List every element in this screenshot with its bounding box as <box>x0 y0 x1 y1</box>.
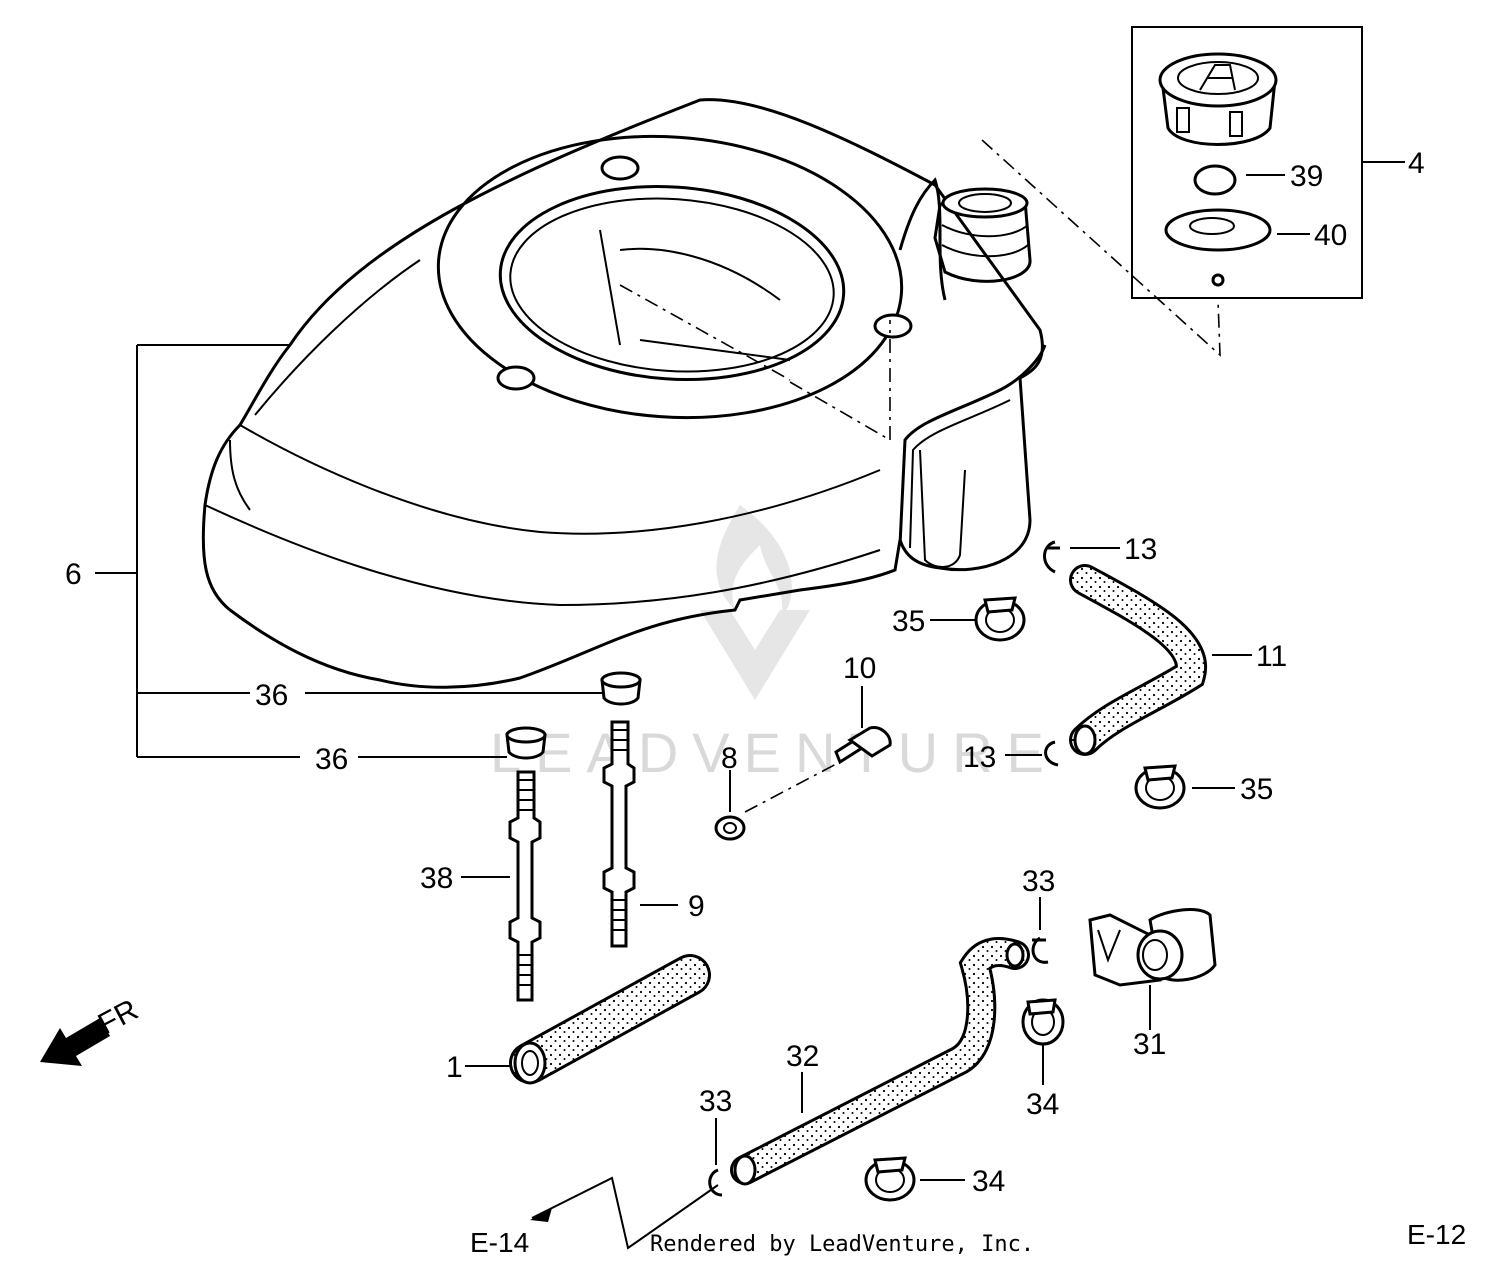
callout-13-upper: 13 <box>1124 533 1157 566</box>
hose-1 <box>509 954 711 1085</box>
callout-35-lower: 35 <box>1240 773 1273 806</box>
callout-33-lower: 33 <box>699 1085 732 1118</box>
callout-6: 6 <box>65 558 82 591</box>
callout-36-upper: 36 <box>255 679 288 712</box>
callout-10: 10 <box>843 652 876 685</box>
callout-8: 8 <box>721 742 738 775</box>
fuel-hose-11 <box>1069 564 1207 756</box>
hose-32 <box>730 937 1030 1186</box>
studs <box>508 720 636 1002</box>
callout-13-lower: 13 <box>963 741 996 774</box>
leadventure-watermark: LEADVENTURE <box>490 505 1058 784</box>
callout-labels: 4 39 40 6 36 36 13 35 11 10 13 35 8 38 9… <box>65 147 1425 1198</box>
callout-34-upper: 34 <box>1026 1088 1059 1121</box>
fuel-cock-31 <box>1088 908 1217 987</box>
fr-direction-arrow: FR <box>40 993 144 1066</box>
grommets <box>505 671 642 760</box>
callout-32: 32 <box>786 1040 819 1073</box>
bolt-and-nut <box>714 725 892 841</box>
leader-lines <box>95 161 1405 1250</box>
clamps <box>708 540 1186 1202</box>
callout-31: 31 <box>1133 1028 1166 1061</box>
render-credit: Rendered by LeadVenture, Inc. <box>650 1232 1034 1257</box>
callout-1: 1 <box>446 1051 463 1084</box>
callout-11: 11 <box>1256 640 1287 673</box>
callout-4: 4 <box>1408 147 1425 180</box>
callout-33-upper: 33 <box>1022 865 1055 898</box>
callout-39: 39 <box>1290 160 1323 193</box>
alignment-lines <box>744 139 1221 813</box>
callout-38: 38 <box>420 862 453 895</box>
callout-9: 9 <box>688 890 705 923</box>
watermark-text: LEADVENTURE <box>490 721 1058 784</box>
page-code-e12: E-12 <box>1407 1219 1466 1250</box>
fan-cover-assembly <box>201 98 1047 689</box>
callout-35-upper: 35 <box>892 605 925 638</box>
page-ref-e14[interactable]: E-14 <box>470 1227 529 1258</box>
callout-34-lower: 34 <box>972 1165 1005 1198</box>
callout-36-lower: 36 <box>315 743 348 776</box>
fuel-cap-assembly <box>1131 26 1363 299</box>
callout-40: 40 <box>1314 219 1347 252</box>
